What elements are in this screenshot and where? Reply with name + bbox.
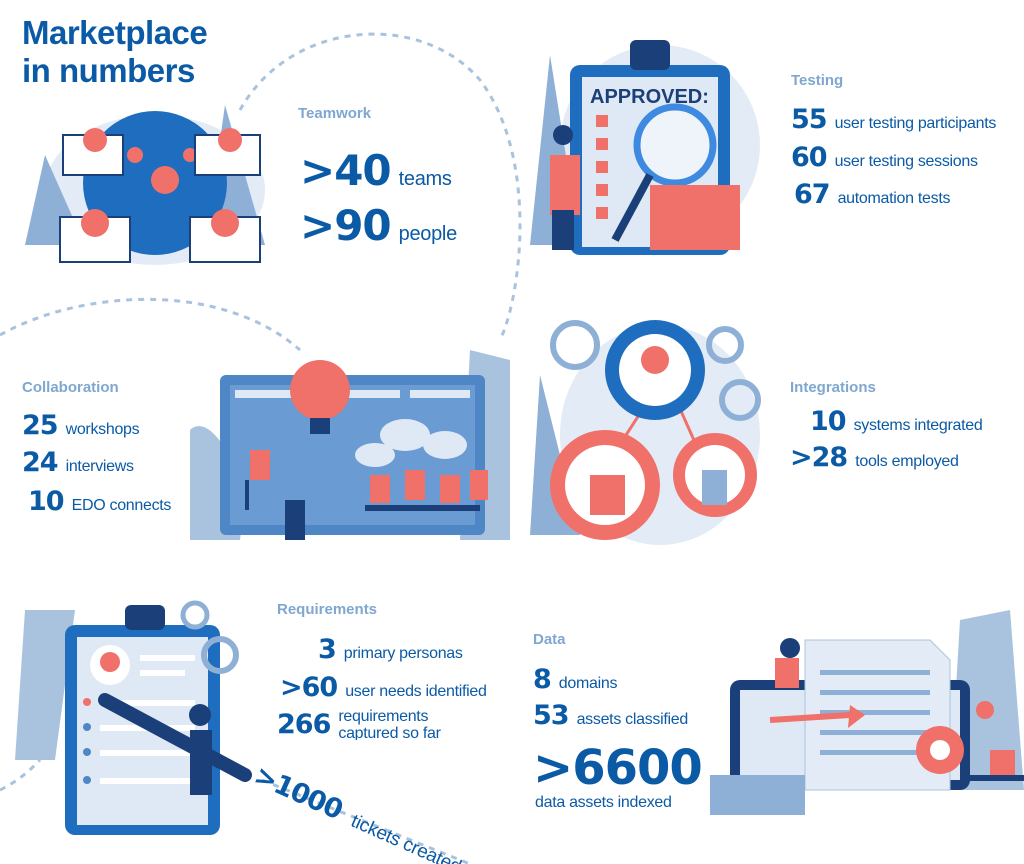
testing-stat-participants: 55 user testing participants — [791, 104, 997, 135]
data-documents-illustration — [710, 610, 1024, 815]
data-heading: Data — [533, 631, 566, 648]
data-stat-indexed-label: data assets indexed — [535, 794, 672, 811]
integrations-heading: Integrations — [790, 379, 876, 396]
collaboration-stat-interviews: 24 interviews — [22, 447, 134, 478]
data-stat-indexed-number: >6600 — [533, 740, 703, 796]
data-stat-domains: 8 domains — [533, 664, 618, 695]
collaboration-heading: Collaboration — [22, 379, 119, 396]
teamwork-stat-people: >90 people — [300, 201, 457, 250]
svg-text:APPROVED:: APPROVED: — [590, 86, 709, 108]
teamwork-heading: Teamwork — [298, 105, 372, 122]
testing-stat-automation: 67 automation tests — [794, 179, 951, 210]
integrations-stat-systems: 10 systems integrated — [810, 406, 983, 437]
collaboration-board-illustration — [190, 350, 510, 540]
page-title: Marketplace in numbers — [22, 14, 208, 89]
integrations-stat-tools: >28 tools employed — [790, 442, 959, 473]
collaboration-stat-edo: 10 EDO connects — [28, 486, 172, 517]
teamwork-globe-illustration — [25, 105, 265, 265]
integrations-gears-illustration — [530, 320, 761, 545]
testing-clipboard-illustration: APPROVED: — [530, 40, 760, 255]
collaboration-stat-workshops: 25 workshops — [22, 410, 140, 441]
teamwork-stat-teams: >40 teams — [300, 146, 452, 195]
testing-stat-sessions: 60 user testing sessions — [791, 142, 978, 173]
requirements-stat-user-needs: >60 user needs identified — [280, 672, 487, 703]
data-stat-assets: 53 assets classified — [533, 700, 688, 731]
requirements-heading: Requirements — [277, 601, 378, 618]
requirements-clipboard-illustration — [15, 600, 252, 835]
testing-heading: Testing — [791, 72, 844, 89]
requirements-stat-captured: 266 requirements captured so far — [277, 708, 441, 740]
requirements-stat-personas: 3 primary personas — [318, 634, 463, 665]
